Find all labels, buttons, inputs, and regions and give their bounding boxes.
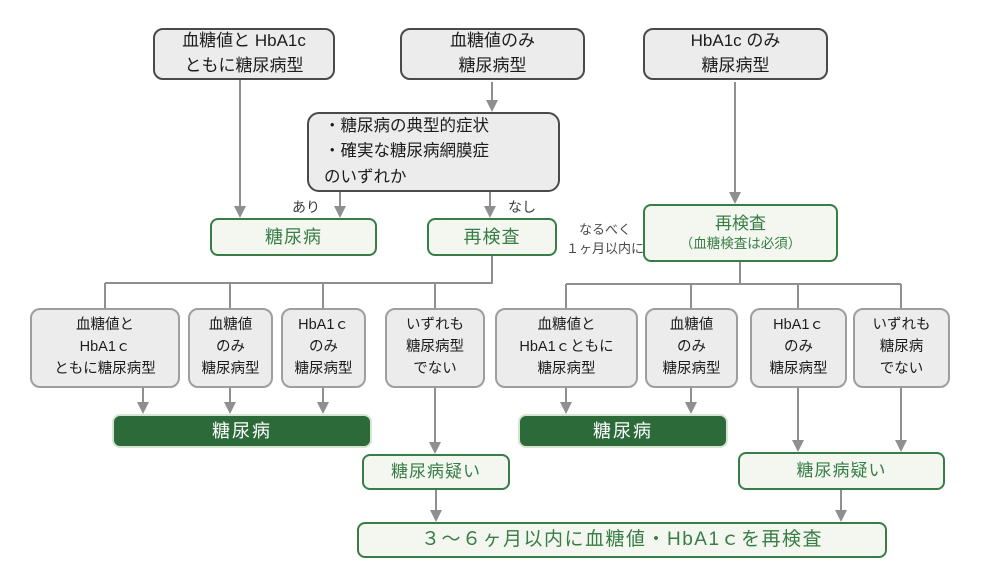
node-typical-symptoms-check: ・糖尿病の典型的症状 ・確実な糖尿病網膜症 のいずれか [307,112,560,192]
node-suspected-diabetes-right: 糖尿病疑い [738,452,945,490]
node-right-glucose-only: 血糖値 のみ 糖尿病型 [645,308,738,388]
node-diabetes-first: 糖尿病 [210,218,377,256]
node-diabetes-right: 糖尿病 [518,414,728,448]
node-diabetes-left: 糖尿病 [112,414,372,448]
note-within-one-month: なるべく １ヶ月以内に [565,222,644,256]
node-recheck-first: 再検査 [427,218,557,256]
node-left-neither-type: いずれも 糖尿病型 でない [385,308,485,388]
node-final-recheck-3-6-months: ３〜６ヶ月以内に血糖値・HbA1ｃを再検査 [357,522,887,558]
node-right-hba1c-only: HbA1ｃ のみ 糖尿病型 [750,308,847,388]
node-glucose-only-type: 血糖値のみ 糖尿病型 [400,28,585,80]
node-left-glucose-only: 血糖値 のみ 糖尿病型 [188,308,273,388]
label-no: なし [508,199,536,215]
node-suspected-diabetes-left: 糖尿病疑い [362,454,510,490]
node-left-both-type: 血糖値と HbA1ｃ ともに糖尿病型 [30,308,180,388]
node-recheck-blood-test-required: 再検査 （血糖検査は必須） [643,204,838,262]
label-yes: あり [292,199,320,215]
node-hba1c-only-type: HbA1c のみ 糖尿病型 [643,28,828,80]
node-left-hba1c-only: HbA1ｃ のみ 糖尿病型 [281,308,366,388]
node-right-both-type: 血糖値と HbA1ｃともに 糖尿病型 [495,308,638,388]
recheck-title: 再検査 [715,214,766,234]
node-right-neither: いずれも 糖尿病 でない [853,308,950,388]
node-glucose-and-hba1c-both-type: 血糖値と HbA1c ともに糖尿病型 [153,28,335,80]
recheck-subtitle: （血糖検査は必須） [679,236,802,252]
